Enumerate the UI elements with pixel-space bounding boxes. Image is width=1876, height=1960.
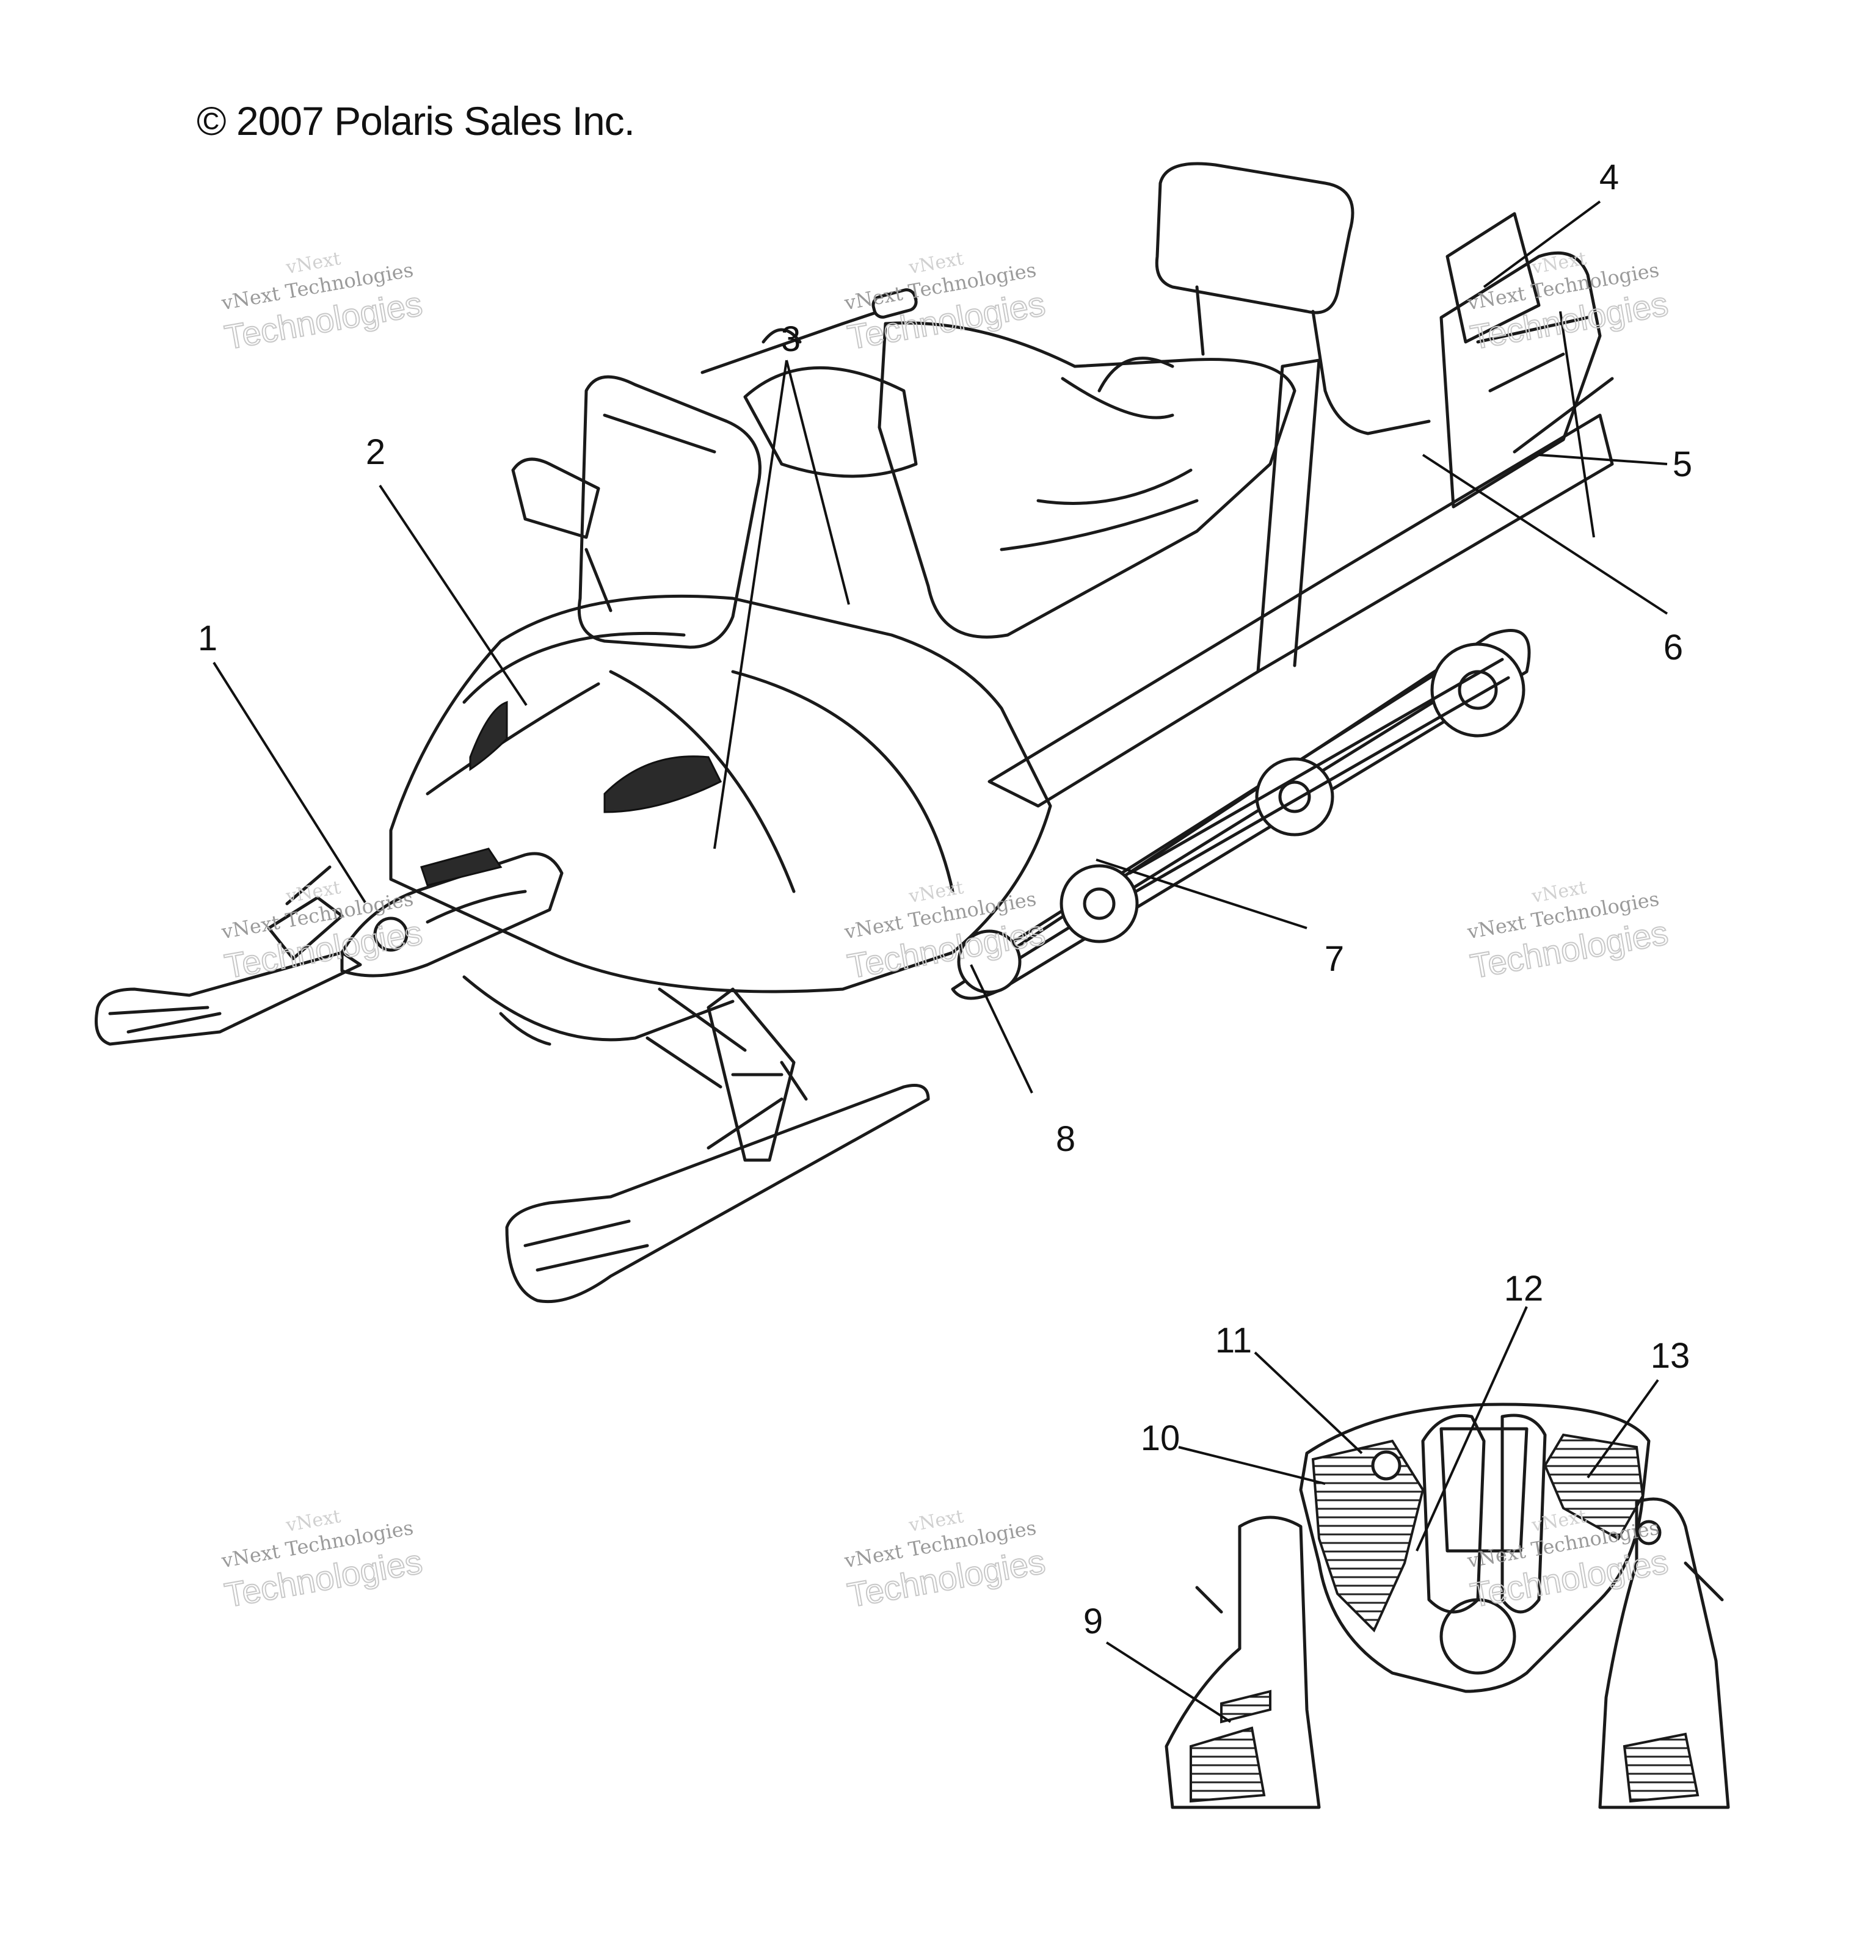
rear-view-illustration xyxy=(1165,1403,1730,1809)
watermark-1: vNext vNext Technologies Technologies xyxy=(219,248,426,357)
callout-2: 2 xyxy=(366,432,385,472)
callout-10: 10 xyxy=(1141,1418,1180,1458)
watermark-3: vNext vNext Technologies Technologies xyxy=(1465,248,1671,357)
callout-13: 13 xyxy=(1651,1336,1690,1376)
watermark-9: vNext vNext Technologies Technologies xyxy=(1465,1506,1671,1615)
watermark-4: vNext vNext Technologies Technologies xyxy=(219,877,426,986)
callout-5: 5 xyxy=(1673,445,1692,484)
callout-6: 6 xyxy=(1663,628,1683,667)
callout-7: 7 xyxy=(1325,939,1344,979)
callout-3: 3 xyxy=(781,319,801,359)
watermark-8: vNext vNext Technologies Technologies xyxy=(842,1506,1049,1615)
callout-labels: 1 2 3 4 5 6 7 8 9 10 11 12 13 xyxy=(198,158,1692,1641)
callout-1: 1 xyxy=(198,619,217,658)
copyright-text: © 2007 Polaris Sales Inc. xyxy=(197,98,635,143)
callout-4: 4 xyxy=(1599,158,1619,197)
watermark-6: vNext vNext Technologies Technologies xyxy=(1465,877,1671,986)
callout-9: 9 xyxy=(1083,1602,1103,1641)
callout-12: 12 xyxy=(1504,1269,1544,1308)
watermark-2: vNext vNext Technologies Technologies xyxy=(842,248,1049,357)
watermark-7: vNext vNext Technologies Technologies xyxy=(219,1506,426,1615)
callout-8: 8 xyxy=(1056,1119,1075,1159)
snowmobile-main-illustration xyxy=(95,162,1614,1304)
callout-11: 11 xyxy=(1215,1321,1252,1360)
leader-lines xyxy=(213,200,1668,1723)
